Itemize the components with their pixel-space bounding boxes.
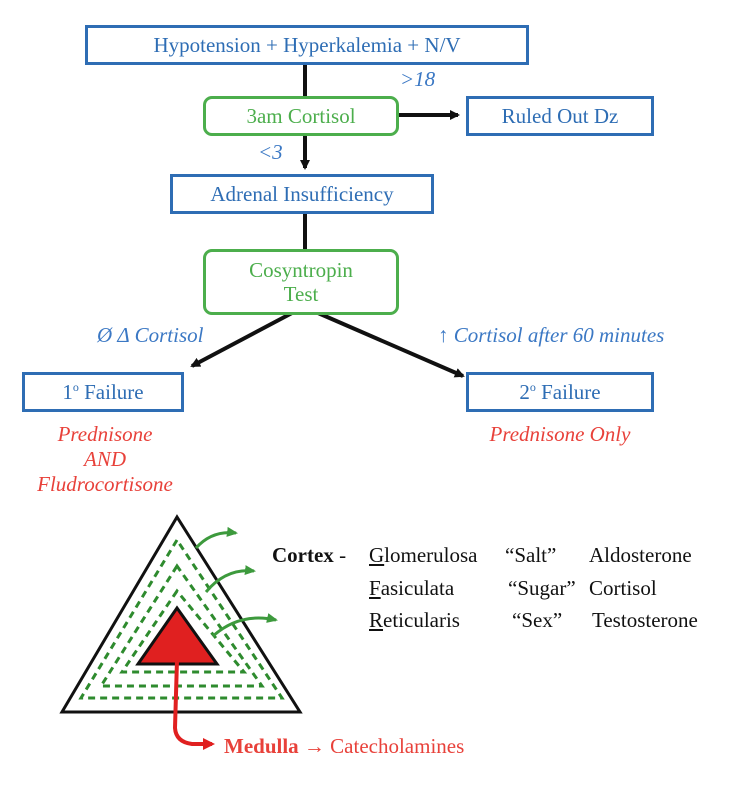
- nickname-sex: “Sex”: [512, 608, 563, 632]
- arrow-cosyntropin-to-secondary: [317, 311, 465, 378]
- fasciculata-dashed-layer: [98, 563, 265, 688]
- primary-failure-text: 1o Failure: [62, 379, 144, 404]
- primary-treatment-line3: Fludrocortisone: [37, 472, 173, 497]
- primary-treatment-line2: AND: [84, 447, 126, 472]
- cosyntropin-line2: Test: [283, 282, 319, 306]
- glomerulosa-dashed-layer: [78, 537, 285, 700]
- primary-treatment: Prednisone AND Fludrocortisone: [10, 422, 200, 498]
- adrenal-insufficiency-box: Adrenal Insufficiency: [170, 174, 434, 214]
- adrenal-outer-triangle: [59, 514, 303, 714]
- secondary-treatment: Prednisone Only: [489, 422, 631, 446]
- reticularis-arrow: [212, 613, 278, 638]
- primary-treatment-line1: Prednisone: [57, 422, 153, 446]
- cosyntropin-test-box: Cosyntropin Test: [203, 249, 399, 315]
- cortex-title: Cortex: [272, 543, 334, 567]
- hormone-cortisol: Cortisol: [589, 576, 657, 600]
- hormone-aldosterone: Aldosterone: [589, 543, 692, 567]
- cortex-heading: Cortex -: [272, 543, 346, 568]
- secondary-failure-box: 2o Failure: [466, 372, 654, 412]
- cortex-row-reticularis: Reticularis: [369, 608, 460, 632]
- greater-than-18-label: >18: [400, 67, 436, 91]
- cortex-row-fasiculata: Fasiculata: [369, 576, 455, 600]
- cortex-row-glomerulosa: Glomerulosa: [369, 543, 478, 567]
- medulla-name: Medulla: [224, 734, 299, 758]
- ruled-out-text: Ruled Out Dz: [501, 103, 619, 128]
- nickname-sugar: “Sugar”: [508, 576, 576, 600]
- cortex-dash: -: [333, 543, 347, 567]
- reticularis-dashed-layer: [119, 588, 248, 674]
- adrenal-insufficiency-text: Adrenal Insufficiency: [210, 181, 394, 206]
- hormone-testosterone: Testosterone: [592, 608, 698, 632]
- secondary-failure-text: 2o Failure: [519, 379, 601, 404]
- nickname-salt: “Salt”: [505, 543, 557, 567]
- no-cortisol-change-label: Ø Δ Cortisol: [97, 323, 204, 347]
- less-than-3-label: <3: [258, 140, 283, 164]
- medulla-label: Medulla → Catecholamines: [224, 734, 464, 759]
- cortisol-increase-label: ↑ Cortisol after 60 minutes: [438, 323, 665, 347]
- cortisol-test-text: 3am Cortisol: [246, 103, 356, 128]
- start-symptoms-text: Hypotension + Hyperkalemia + N/V: [153, 32, 461, 57]
- glomerulosa-arrow: [194, 526, 238, 550]
- fasciculata-arrow: [204, 565, 256, 593]
- medulla-product: Catecholamines: [330, 734, 465, 758]
- primary-failure-box: 1o Failure: [22, 372, 184, 412]
- start-symptoms-box: Hypotension + Hyperkalemia + N/V: [85, 25, 529, 65]
- ruled-out-box: Ruled Out Dz: [466, 96, 654, 136]
- medulla-arrow-glyph: →: [298, 734, 331, 758]
- medulla-arrow: [172, 659, 215, 750]
- arrow-cosyntropin-to-primary: [190, 311, 293, 368]
- medulla-red-triangle: [135, 605, 220, 666]
- cortisol-test-box: 3am Cortisol: [203, 96, 399, 136]
- cosyntropin-line1: Cosyntropin: [249, 257, 353, 282]
